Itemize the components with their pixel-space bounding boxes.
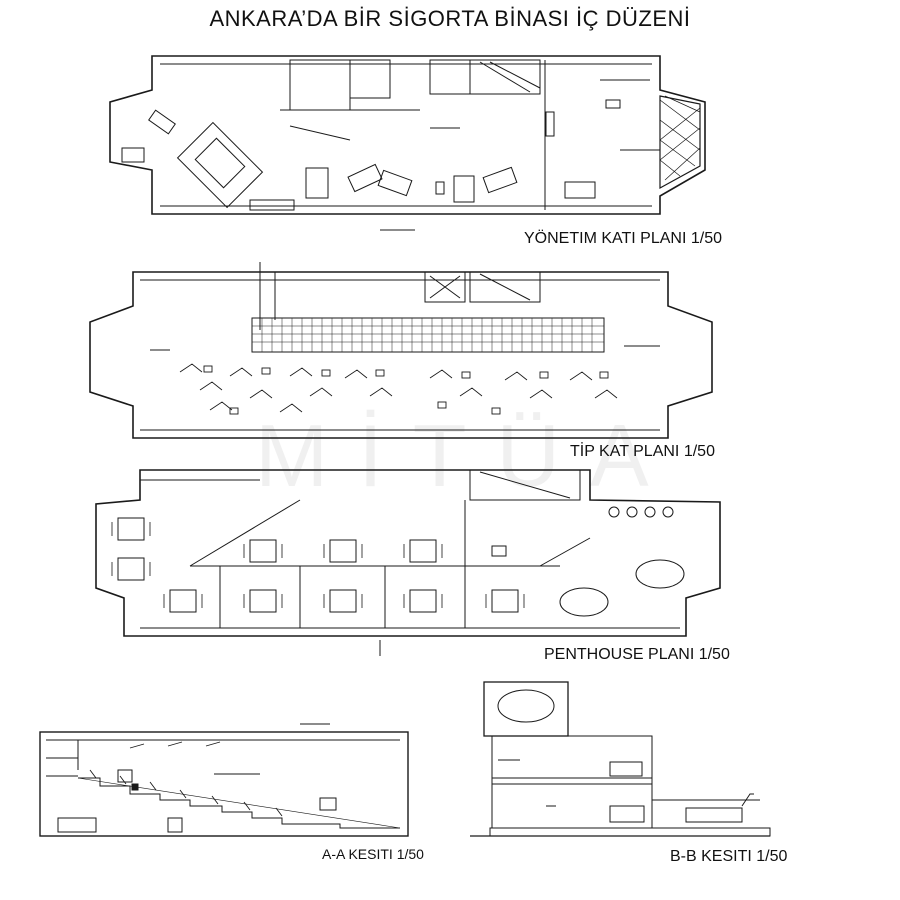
section-aa (39, 723, 409, 837)
typical-floor-plan (89, 262, 713, 439)
label-section-bb: B-B KESITI 1/50 (670, 848, 788, 865)
section-bb (470, 681, 771, 837)
penthouse-plan (95, 469, 721, 656)
page-title: ANKARA’DA BİR SİGORTA BİNASI İÇ DÜZENİ (209, 6, 691, 31)
management-floor-plan (109, 55, 706, 231)
label-management-floor: YÖNETIM KATI PLANI 1/50 (524, 230, 722, 247)
label-typical-floor: TİP KAT PLANI 1/50 (570, 443, 715, 460)
label-penthouse: PENTHOUSE PLANI 1/50 (544, 646, 730, 663)
label-section-aa: A-A KESITI 1/50 (322, 846, 424, 862)
watermark: MİTÜA (255, 406, 679, 505)
